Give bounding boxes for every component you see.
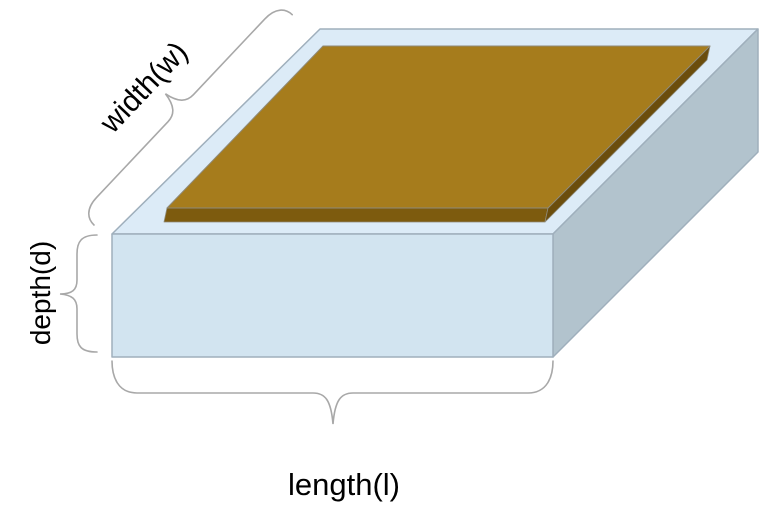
length-brace bbox=[111, 360, 554, 425]
box-front-face bbox=[111, 233, 554, 358]
width-label: width(w) bbox=[93, 36, 194, 141]
depth-brace bbox=[59, 234, 98, 353]
dimension-braces bbox=[59, 9, 554, 425]
top-panel bbox=[163, 45, 711, 223]
width-brace bbox=[87, 9, 294, 226]
panel-front-face bbox=[163, 207, 549, 223]
length-label: length(l) bbox=[288, 467, 400, 502]
depth-label: depth(d) bbox=[25, 241, 56, 345]
panel-top-face bbox=[166, 45, 711, 209]
